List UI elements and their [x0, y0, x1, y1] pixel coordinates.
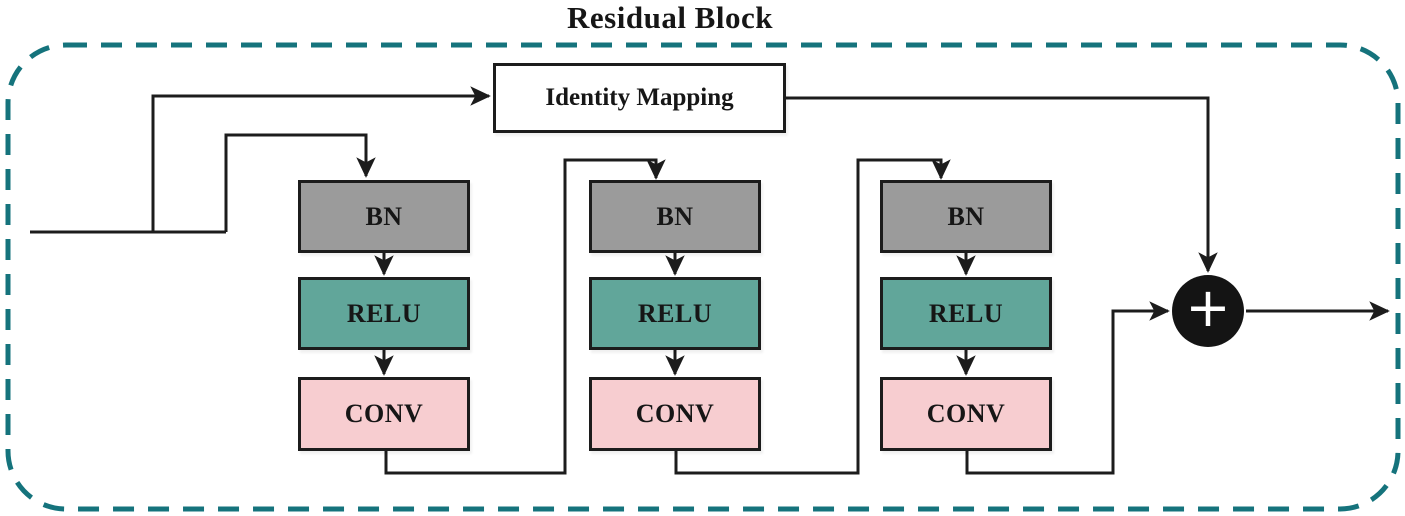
bn-box-1: BN — [298, 180, 470, 253]
identity-to-sum-arrow — [786, 96, 1218, 273]
relu-box-1: RELU — [298, 277, 470, 350]
input-to-identity-arrow — [151, 86, 491, 232]
diagram-title: Residual Block — [567, 0, 773, 35]
plus-icon: + — [1185, 276, 1231, 339]
sum-node: + — [1172, 275, 1244, 347]
conv-box-3: CONV — [880, 377, 1052, 451]
relu-box-3: RELU — [880, 277, 1052, 350]
input-to-bn1-arrow — [224, 133, 376, 232]
bn-box-3: BN — [880, 180, 1052, 253]
relu-box-2: RELU — [589, 277, 761, 350]
conv-box-2: CONV — [589, 377, 761, 451]
bn-box-2: BN — [589, 180, 761, 253]
dashed-border — [5, 42, 1401, 512]
conv3-to-sum-arrow — [965, 301, 1170, 475]
conv-box-1: CONV — [298, 377, 470, 451]
conv1-to-bn2-arrow — [384, 158, 666, 475]
conv2-to-bn3-arrow — [674, 158, 951, 475]
identity-mapping-box: Identity Mapping — [493, 63, 786, 133]
